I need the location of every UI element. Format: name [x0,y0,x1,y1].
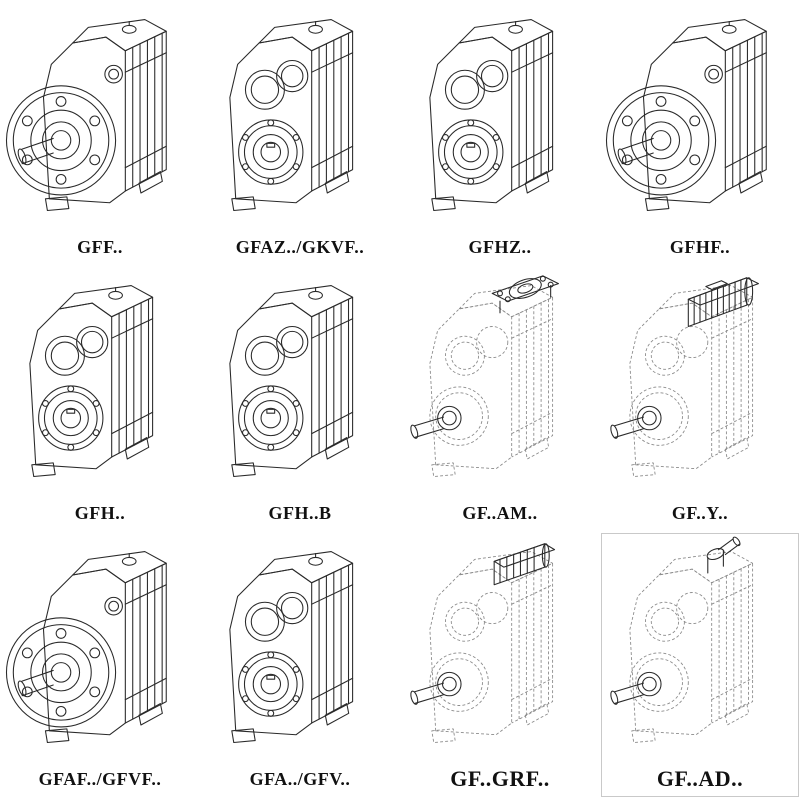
gearbox-drawing-flange [600,0,800,234]
model-label: GF..AD.. [656,766,744,791]
product-cell: GFHF.. [600,0,800,266]
model-label: GFF.. [77,237,123,257]
model-label: GF..Y.. [671,503,729,523]
gearbox-drawing-hollow [0,266,200,500]
gearbox-drawing-dashed-motor [600,266,800,500]
product-cell: GF..Y.. [600,266,800,532]
product-cell: GFAZ../GKVF.. [200,0,400,266]
model-label: GFA../GFV.. [249,769,351,789]
gearbox-drawing-flange [0,532,200,766]
product-cell: GF..AD.. [600,532,800,798]
gearbox-drawing-hollow [400,0,600,234]
gearbox-drawing-dashed-am [400,266,600,500]
model-label: GFHF.. [669,237,731,257]
gearbox-drawing-hollow [200,0,400,234]
product-cell: GF..AM.. [400,266,600,532]
product-cell: GFA../GFV.. [200,532,400,798]
model-label: GF..GRF.. [450,766,550,791]
model-label: GF..AM.. [462,503,538,523]
gearbox-drawing-hollow [200,532,400,766]
model-label: GFH.. [74,503,126,523]
model-label: GFH..B [268,503,332,523]
product-cell: GFH..B [200,266,400,532]
model-label: GFHZ.. [468,237,532,257]
gearbox-drawing-flange [0,0,200,234]
model-label: GFAF../GFVF.. [38,769,162,789]
gearbox-drawing-hollow [200,266,400,500]
gearbox-drawing-dashed-grf [400,532,600,766]
product-cell: GFAF../GFVF.. [0,532,200,798]
gearbox-drawing-dashed-ad [600,532,800,766]
product-cell: GFHZ.. [400,0,600,266]
model-label: GFAZ../GKVF.. [235,237,365,257]
product-cell: GFF.. [0,0,200,266]
product-cell: GF..GRF.. [400,532,600,798]
product-cell: GFH.. [0,266,200,532]
